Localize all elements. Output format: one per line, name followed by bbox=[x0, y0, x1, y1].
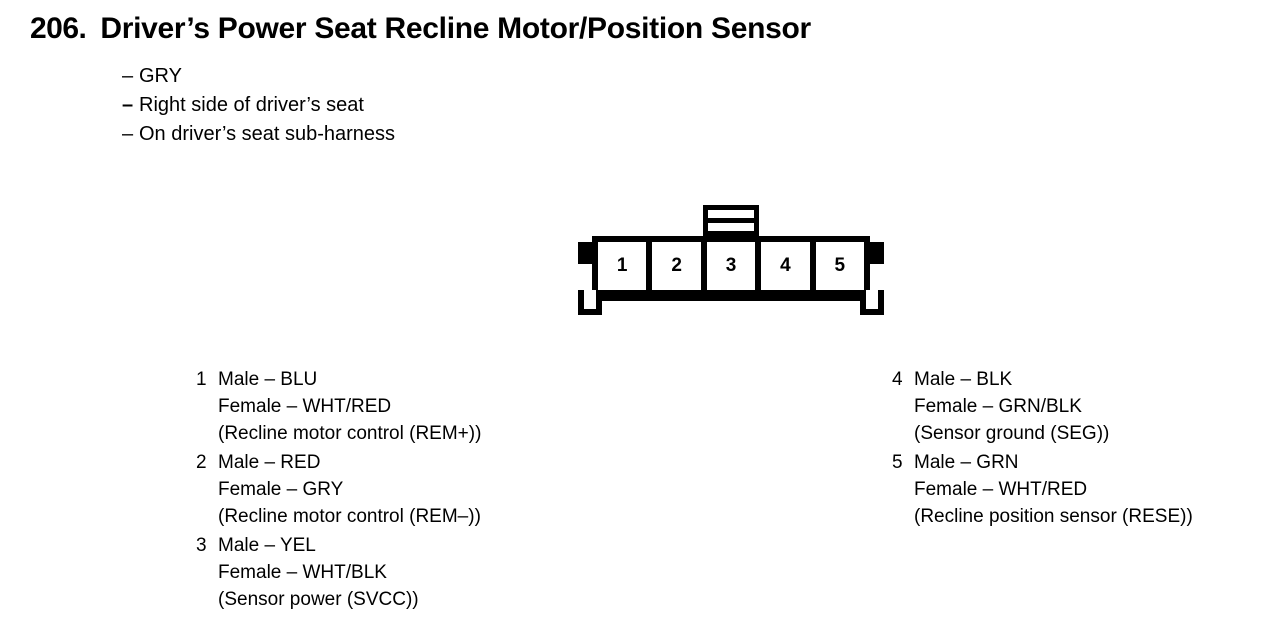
section-title: Driver’s Power Seat Recline Motor/Positi… bbox=[100, 12, 811, 45]
connector-metadata-list: – GRY – Right side of driver’s seat – On… bbox=[122, 62, 395, 149]
pin-assignment-5: 5 Male – GRN Female – WHT/RED (Recline p… bbox=[892, 449, 1193, 530]
connector-foot-right bbox=[860, 290, 884, 315]
pin-detail: Male – YEL Female – WHT/BLK (Sensor powe… bbox=[218, 532, 419, 613]
pin-male-wire: Male – YEL bbox=[218, 535, 316, 556]
pin-female-wire: Female – GRN/BLK bbox=[914, 396, 1082, 417]
dash-bullet-icon: – bbox=[122, 123, 134, 145]
connector-foot-left bbox=[578, 290, 602, 315]
pin-cavity-5: 5 bbox=[816, 242, 864, 290]
pin-number: 4 bbox=[892, 369, 903, 390]
pin-function: (Recline motor control (REM–)) bbox=[218, 506, 481, 527]
pin-cavity-3: 3 bbox=[707, 242, 762, 290]
pin-female-wire: Female – WHT/RED bbox=[218, 396, 392, 417]
pin-male-wire: Male – BLU bbox=[218, 369, 318, 390]
section-number: 206. bbox=[30, 12, 87, 45]
pin-detail: Male – BLU Female – WHT/RED (Recline mot… bbox=[218, 366, 481, 447]
pin-number: 3 bbox=[196, 535, 207, 556]
pin-cavity-number: 3 bbox=[725, 254, 737, 276]
pin-cavity-number: 5 bbox=[834, 254, 846, 276]
pin-function: (Sensor power (SVCC)) bbox=[218, 589, 419, 610]
pin-number: 5 bbox=[892, 452, 903, 473]
pin-cavity-number: 2 bbox=[671, 254, 682, 276]
pin-assignment-1: 1 Male – BLU Female – WHT/RED (Recline m… bbox=[196, 366, 481, 447]
pin-assignment-3: 3 Male – YEL Female – WHT/BLK (Sensor po… bbox=[196, 532, 481, 613]
connector-bottom-flange bbox=[592, 290, 870, 301]
metadata-item-location: – Right side of driver’s seat bbox=[122, 91, 395, 120]
pin-male-wire: Male – GRN bbox=[914, 452, 1019, 473]
locking-tab-icon bbox=[703, 205, 759, 238]
tab-slot-lower bbox=[708, 231, 754, 236]
pin-detail: Male – RED Female – GRY (Recline motor c… bbox=[218, 449, 481, 530]
metadata-item-color: – GRY bbox=[122, 62, 395, 91]
pin-cavity-number: 4 bbox=[780, 254, 791, 276]
pin-male-wire: Male – RED bbox=[218, 452, 321, 473]
pin-male-wire: Male – BLK bbox=[914, 369, 1013, 390]
metadata-item-harness: – On driver’s seat sub-harness bbox=[122, 120, 395, 149]
pin-female-wire: Female – WHT/BLK bbox=[218, 562, 387, 583]
connector-diagram: 1 2 3 4 5 bbox=[578, 205, 884, 315]
pin-function: (Recline position sensor (RESE)) bbox=[914, 506, 1193, 527]
pin-female-wire: Female – GRY bbox=[218, 479, 344, 500]
pin-cavity-2: 2 bbox=[652, 242, 707, 290]
page-title: 206. Driver’s Power Seat Recline Motor/P… bbox=[30, 12, 811, 46]
pin-assignment-2: 2 Male – RED Female – GRY (Recline motor… bbox=[196, 449, 481, 530]
pin-cavity-1: 1 bbox=[598, 242, 653, 290]
pin-detail: Male – BLK Female – GRN/BLK (Sensor grou… bbox=[914, 366, 1109, 447]
pin-cavity-number: 1 bbox=[616, 254, 628, 276]
metadata-item-label: Right side of driver’s seat bbox=[139, 94, 364, 116]
pin-female-wire: Female – WHT/RED bbox=[914, 479, 1088, 500]
pin-function: (Recline motor control (REM+)) bbox=[218, 423, 482, 444]
metadata-item-label: On driver’s seat sub-harness bbox=[139, 123, 396, 145]
pin-function: (Sensor ground (SEG)) bbox=[914, 423, 1110, 444]
pin-detail: Male – GRN Female – WHT/RED (Recline pos… bbox=[914, 449, 1193, 530]
pin-cavity-4: 4 bbox=[761, 242, 816, 290]
dash-bullet-icon: – bbox=[122, 65, 134, 87]
dash-bullet-icon: – bbox=[122, 94, 134, 116]
pin-number: 1 bbox=[196, 369, 207, 390]
metadata-item-label: GRY bbox=[139, 65, 182, 87]
connector-housing: 1 2 3 4 5 bbox=[592, 236, 870, 296]
pin-assignment-4: 4 Male – BLK Female – GRN/BLK (Sensor gr… bbox=[892, 366, 1193, 447]
pin-assignment-column-right: 4 Male – BLK Female – GRN/BLK (Sensor gr… bbox=[892, 366, 1193, 532]
pin-number: 2 bbox=[196, 452, 207, 473]
pin-assignment-column-left: 1 Male – BLU Female – WHT/RED (Recline m… bbox=[196, 366, 481, 615]
tab-slot-upper bbox=[708, 218, 754, 223]
